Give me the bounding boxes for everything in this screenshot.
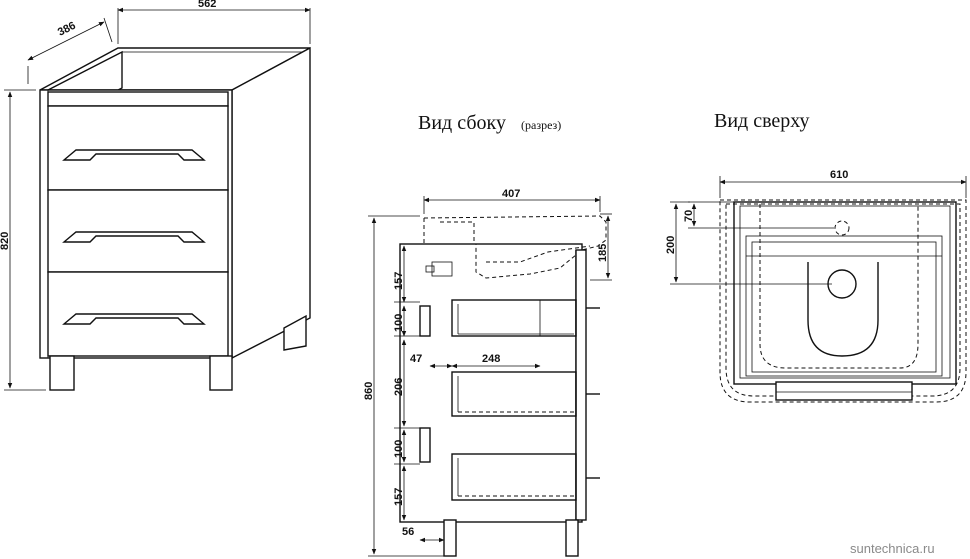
dim-label: 860: [363, 382, 375, 400]
handle-profile: [419, 427, 431, 463]
dimension-handle-depth: 47: [410, 353, 453, 369]
front-view: 386 562 820: [0, 0, 311, 391]
dimension-drain-offset-2: 200: [665, 201, 832, 285]
dim-label: 100: [393, 440, 405, 458]
side-drawer: [451, 299, 577, 337]
dim-label: 47: [410, 353, 422, 365]
handle-profile: [419, 305, 431, 337]
dimension-basin-height: 185: [590, 213, 612, 281]
dim-label: 386: [56, 20, 78, 39]
basin-section: [400, 215, 607, 279]
dim-label: 820: [0, 232, 11, 250]
drain-icon: [827, 269, 857, 299]
side-drawer: [451, 453, 577, 501]
dimension-leg-height: 56: [402, 526, 445, 543]
top-view: Вид сверху 610 70: [665, 110, 967, 403]
dim-label: 610: [830, 169, 848, 181]
cabinet-section: [399, 243, 587, 523]
drawer-handle: [62, 149, 206, 161]
dim-label: 248: [482, 353, 500, 365]
cabinet-leg: [49, 355, 75, 391]
dim-label: 157: [393, 272, 405, 290]
cabinet-top-rect: [733, 201, 957, 385]
dimension-width: 610: [719, 169, 967, 198]
cabinet-side-panel: [231, 46, 311, 360]
cabinet-leg: [283, 314, 307, 351]
watermark: suntechnica.ru: [850, 541, 935, 556]
side-view-title: Вид сбоку: [418, 112, 506, 134]
drawer-handle: [62, 231, 206, 243]
basin-bowl: [759, 204, 919, 369]
basin-outline: [719, 199, 967, 403]
drawer-handle: [62, 313, 206, 325]
drawer-front: [47, 189, 229, 273]
dim-label: 407: [502, 188, 520, 200]
drawer-front: [47, 105, 229, 191]
dimension-drain-offset-1: 70: [683, 201, 834, 229]
dim-label: 562: [198, 0, 216, 10]
dimension-drawer-depth: 248: [451, 353, 541, 369]
overflow-icon: [834, 220, 850, 236]
cabinet-leg: [209, 355, 233, 391]
dim-label: 100: [393, 314, 405, 332]
side-leg: [565, 519, 579, 557]
dim-label: 56: [402, 526, 414, 538]
side-view-subtitle: (разрез): [521, 118, 561, 132]
dim-label: 185: [597, 244, 609, 262]
side-view: Вид сбоку (разрез): [363, 112, 612, 557]
top-view-title: Вид сверху: [714, 110, 810, 132]
dimension-total-height: 860: [363, 215, 446, 557]
dim-label: 206: [393, 378, 405, 396]
dimension-height: 820: [0, 89, 46, 391]
dim-label: 70: [683, 210, 695, 222]
side-leg: [443, 519, 457, 557]
dimension-chain: 157 100 206 100 157: [393, 245, 420, 521]
dim-label: 200: [665, 236, 677, 254]
dimension-depth: 407: [423, 188, 601, 214]
dimension-width: 562: [117, 0, 311, 44]
side-drawer: [451, 371, 577, 417]
dim-label: 157: [393, 488, 405, 506]
